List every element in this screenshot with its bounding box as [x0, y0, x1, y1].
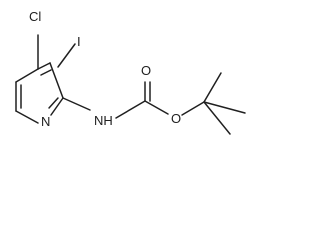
tbutyl-methyl-bottom-bond [203, 101, 231, 135]
ring-bond-c5-c4 [15, 68, 39, 83]
carbonyl-oxygen-label: O [141, 63, 152, 78]
ring-double-bond-c2-n1 [48, 97, 59, 109]
nh-carbonyl-bond [115, 100, 146, 119]
ring-bond-c2-n1 [50, 97, 64, 116]
carbonyl-ester-bond [144, 100, 169, 115]
ester-oxygen-label: O [171, 111, 182, 126]
ring-bond-c4-c3 [37, 62, 51, 70]
ring-double-bond-c4-c3 [40, 69, 52, 76]
tbutyl-methyl-right-bond [203, 101, 246, 114]
c2-nh-bond [62, 97, 91, 111]
ring-bond-n1-c6 [15, 110, 39, 124]
bond-lines [15, 34, 246, 135]
chlorine-label: Cl [29, 9, 42, 24]
amide-nh-label: NH [94, 113, 113, 128]
iodine-label: I [77, 34, 81, 49]
ring-bond-c3-c2 [49, 62, 64, 99]
molecule-structure: Cl I N NH O O [0, 0, 250, 148]
ring-nitrogen-label: N [41, 114, 51, 129]
tbutyl-methyl-top-bond [203, 72, 222, 103]
c3-i-bond [57, 43, 76, 68]
ester-tbutyl-bond [181, 101, 205, 116]
